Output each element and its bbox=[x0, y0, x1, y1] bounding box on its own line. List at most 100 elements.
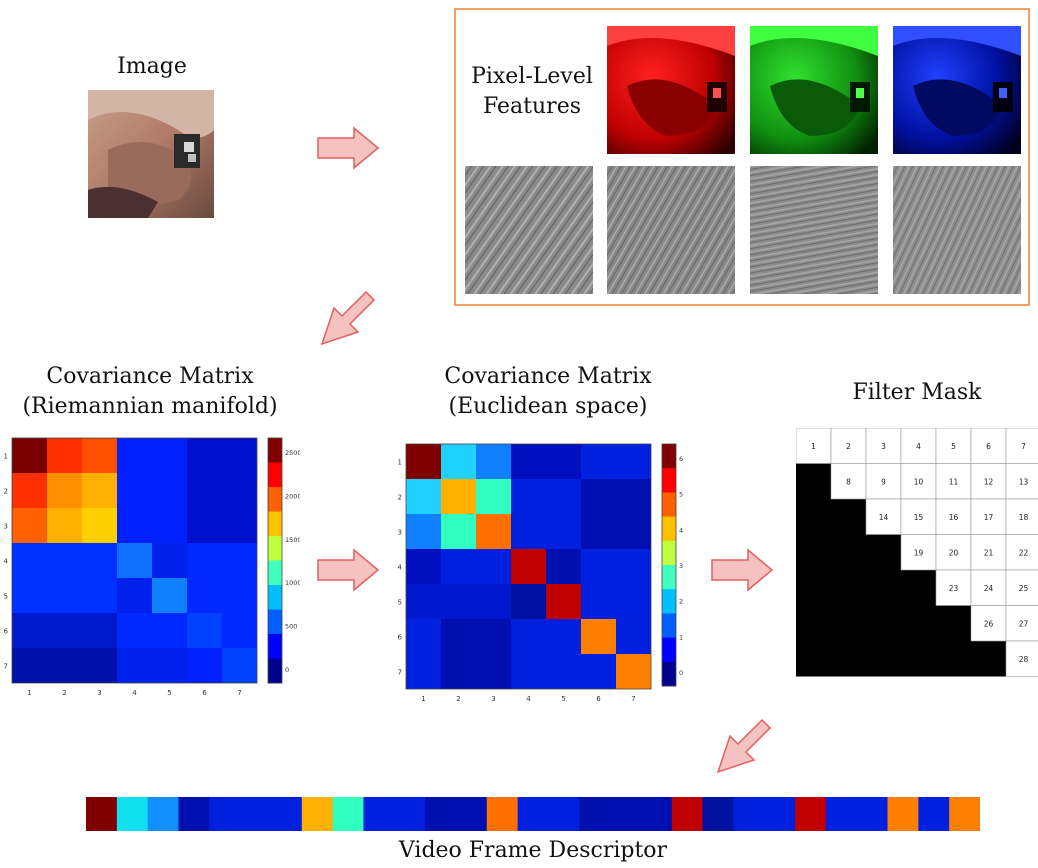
x-tick-label: 7 bbox=[631, 695, 635, 703]
mask-cell bbox=[935, 428, 972, 464]
heatmap-cell bbox=[152, 508, 187, 543]
y-tick-label: 3 bbox=[398, 529, 402, 537]
colorbar-segment bbox=[662, 637, 676, 663]
heatmap-cell bbox=[82, 578, 117, 613]
mask-cell-label: 16 bbox=[949, 513, 959, 522]
heatmap-cell bbox=[581, 619, 616, 654]
mask-cell-label: 4 bbox=[916, 442, 921, 451]
heatmap-cell bbox=[476, 619, 511, 654]
input-image bbox=[88, 90, 214, 218]
heatmap-cell bbox=[152, 543, 187, 578]
colorbar-segment bbox=[268, 511, 282, 537]
mask-cell-label: 26 bbox=[984, 619, 994, 628]
arrow-down-left-icon bbox=[320, 290, 376, 346]
heatmap-cell bbox=[82, 508, 117, 543]
pixel-features-panel bbox=[454, 8, 1030, 306]
heatmap-cell bbox=[476, 549, 511, 584]
heatmap-cell bbox=[581, 654, 616, 689]
heatmap-cell bbox=[476, 584, 511, 619]
mask-cell bbox=[970, 569, 1007, 606]
descriptor-cell bbox=[579, 797, 611, 831]
mask-cell bbox=[796, 428, 832, 464]
heatmap-cell bbox=[117, 438, 152, 473]
arrow-down-left-icon bbox=[716, 718, 772, 774]
mask-cell bbox=[935, 569, 972, 606]
heatmap-cell bbox=[406, 654, 441, 689]
heatmap-cell bbox=[222, 578, 257, 613]
descriptor-cell bbox=[856, 797, 889, 831]
filter-mask-title: Filter Mask bbox=[852, 380, 982, 405]
descriptor-cell bbox=[394, 797, 426, 831]
colorbar-segment bbox=[268, 560, 282, 586]
heatmap-cell bbox=[47, 648, 82, 683]
descriptor-cell bbox=[363, 797, 395, 831]
heatmap-cell bbox=[406, 584, 441, 619]
y-tick-label: 2 bbox=[4, 488, 8, 496]
mask-cell-label: 14 bbox=[879, 513, 889, 522]
heatmap-cell bbox=[152, 578, 187, 613]
pixel-features-label-line2: Features bbox=[482, 94, 582, 119]
heatmap-cell bbox=[476, 479, 511, 514]
mask-cell bbox=[1005, 640, 1038, 677]
mask-cell-label: 6 bbox=[986, 442, 991, 451]
heatmap-cell bbox=[581, 584, 616, 619]
cov-riemannian-title-line1: Covariance Matrix bbox=[46, 364, 254, 389]
colorbar-tick-label: 1500 bbox=[285, 536, 300, 544]
heatmap-cell bbox=[406, 549, 441, 584]
heatmap-cell bbox=[12, 473, 47, 508]
y-tick-label: 4 bbox=[398, 564, 403, 572]
heatmap-cell bbox=[152, 648, 187, 683]
colorbar-frame bbox=[267, 437, 283, 684]
heatmap-cell bbox=[546, 514, 581, 549]
heatmap-cell bbox=[616, 444, 651, 479]
video-frame-descriptor-bar bbox=[86, 797, 980, 831]
colorbar-segment bbox=[268, 487, 282, 512]
red-channel-image bbox=[607, 26, 735, 154]
descriptor-cell bbox=[918, 797, 950, 831]
descriptor-cell bbox=[240, 797, 272, 831]
descriptor-cell bbox=[610, 797, 642, 831]
heatmap-cell bbox=[441, 479, 476, 514]
heatmap-cell bbox=[441, 619, 476, 654]
heatmap-cell bbox=[546, 654, 581, 689]
mask-cell bbox=[900, 498, 937, 535]
heatmap-cell bbox=[187, 508, 222, 543]
mask-cell bbox=[970, 605, 1007, 642]
heatmap-cell bbox=[546, 444, 581, 479]
colorbar-frame bbox=[661, 443, 677, 687]
heatmap-cell bbox=[222, 543, 257, 578]
mask-cell bbox=[900, 534, 937, 571]
x-tick-label: 7 bbox=[237, 689, 241, 697]
heatmap-cell bbox=[441, 444, 476, 479]
mask-cell-label: 19 bbox=[914, 548, 924, 557]
x-tick-label: 1 bbox=[421, 695, 425, 703]
mask-cell-label: 8 bbox=[846, 477, 851, 486]
colorbar-tick-label: 1 bbox=[679, 633, 683, 641]
mask-cell-label: 15 bbox=[914, 513, 924, 522]
mask-cell bbox=[1005, 569, 1038, 606]
heatmap-cell bbox=[117, 578, 152, 613]
descriptor-cell bbox=[425, 797, 457, 831]
heatmap-cell bbox=[546, 619, 581, 654]
y-tick-label: 3 bbox=[4, 523, 8, 531]
descriptor-cell bbox=[486, 797, 519, 831]
descriptor-cell bbox=[178, 797, 210, 831]
descriptor-label: Video Frame Descriptor bbox=[398, 838, 668, 863]
y-tick-label: 2 bbox=[398, 494, 402, 502]
descriptor-cell bbox=[147, 797, 179, 831]
x-tick-label: 2 bbox=[62, 689, 66, 697]
heatmap-cell bbox=[82, 473, 117, 508]
pixel-features-label-line1: Pixel-Level bbox=[471, 64, 593, 89]
heatmap-cell bbox=[511, 584, 546, 619]
mask-cell-label: 18 bbox=[1019, 513, 1029, 522]
heatmap-cell bbox=[12, 648, 47, 683]
colorbar-tick-label: 2 bbox=[679, 598, 683, 606]
heatmap-cell bbox=[222, 438, 257, 473]
colorbar-tick-label: 4 bbox=[679, 526, 683, 534]
colorbar-tick-label: 500 bbox=[285, 623, 297, 631]
y-tick-label: 4 bbox=[4, 558, 9, 566]
heatmap-cell bbox=[441, 584, 476, 619]
x-tick-label: 2 bbox=[456, 695, 460, 703]
mask-cell bbox=[1005, 428, 1038, 464]
